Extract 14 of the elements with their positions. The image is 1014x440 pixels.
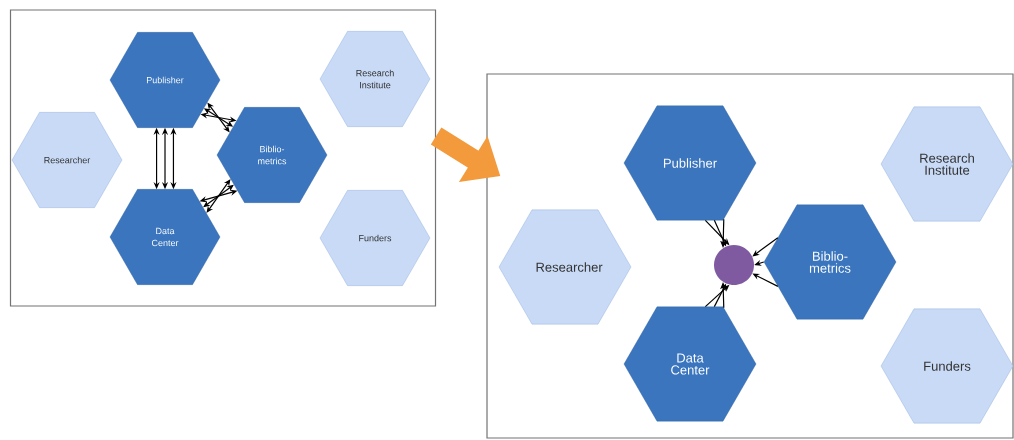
hexagon: Research Institute (880, 106, 1014, 222)
hexagon: Funders (319, 190, 431, 286)
hexagon: Researcher (498, 209, 632, 325)
hexagon: Biblio- metrics (763, 204, 897, 320)
hexagon: Biblio- metrics (216, 107, 328, 203)
hexagon: Data Center (623, 306, 757, 422)
hexagon: Researcher (11, 112, 123, 208)
hexagon: Publisher (109, 32, 221, 128)
hexagon: Publisher (623, 105, 757, 221)
hexagon: Research Institute (319, 31, 431, 127)
hexagon: Funders (880, 308, 1014, 424)
hub-circle (714, 245, 754, 285)
arrow (752, 237, 779, 257)
hexagon: Data Center (109, 189, 221, 285)
